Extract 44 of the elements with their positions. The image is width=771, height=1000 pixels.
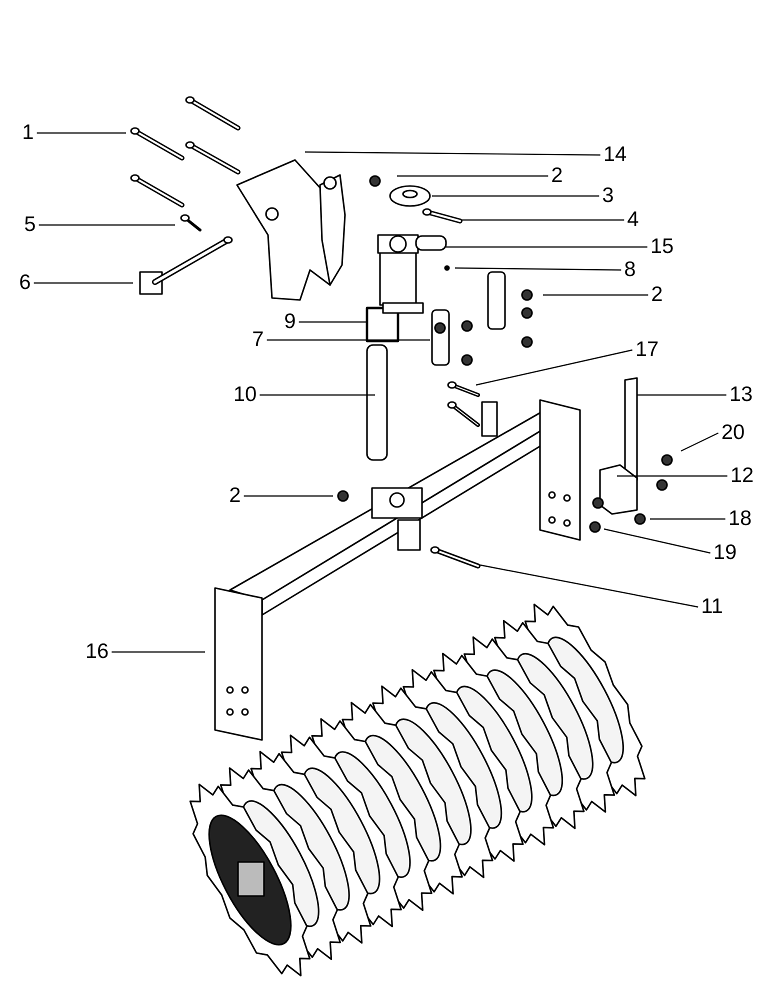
callout-number: 14: [603, 144, 627, 166]
callout-number: 20: [721, 422, 745, 444]
leader-line: [680, 432, 719, 452]
leader-line: [617, 475, 728, 477]
leader-line: [38, 224, 175, 226]
callout-number: 7: [252, 329, 264, 351]
leader-line: [476, 349, 632, 386]
leader-line: [637, 394, 726, 396]
callout-number: 5: [24, 214, 36, 236]
callout-number: 4: [627, 209, 639, 231]
callout-number: 2: [651, 284, 663, 306]
leader-line: [260, 394, 375, 396]
callout-number: 8: [624, 259, 636, 281]
leader-line: [650, 518, 726, 520]
callout-number: 18: [728, 508, 752, 530]
leader-line: [432, 195, 600, 197]
leader-line: [112, 651, 205, 653]
callout-number: 2: [551, 165, 563, 187]
leader-line: [36, 132, 126, 134]
callout-number: 19: [713, 542, 737, 564]
leader-line: [34, 282, 133, 284]
callout-number: 3: [602, 185, 614, 207]
leader-line: [480, 564, 698, 608]
callout-number: 15: [650, 236, 674, 258]
leader-line: [266, 339, 430, 341]
leader-line: [462, 219, 624, 221]
callout-number: 11: [701, 596, 723, 618]
callout-number: 12: [730, 465, 754, 487]
callout-number: 16: [85, 641, 109, 663]
leader-line: [543, 294, 648, 296]
callout-number: 10: [233, 384, 257, 406]
callout-number: 1: [22, 122, 34, 144]
leader-line: [298, 321, 367, 323]
leader-line: [604, 528, 710, 554]
callout-number: 17: [635, 339, 659, 361]
callout-number: 6: [19, 272, 31, 294]
leader-line: [446, 246, 648, 248]
callout-number: 2: [229, 485, 241, 507]
leader-line: [455, 267, 622, 271]
callout-number: 9: [284, 311, 296, 333]
callout-number: 13: [729, 384, 753, 406]
leader-line: [244, 495, 333, 497]
leader-line: [305, 151, 600, 156]
leader-line: [397, 175, 548, 177]
